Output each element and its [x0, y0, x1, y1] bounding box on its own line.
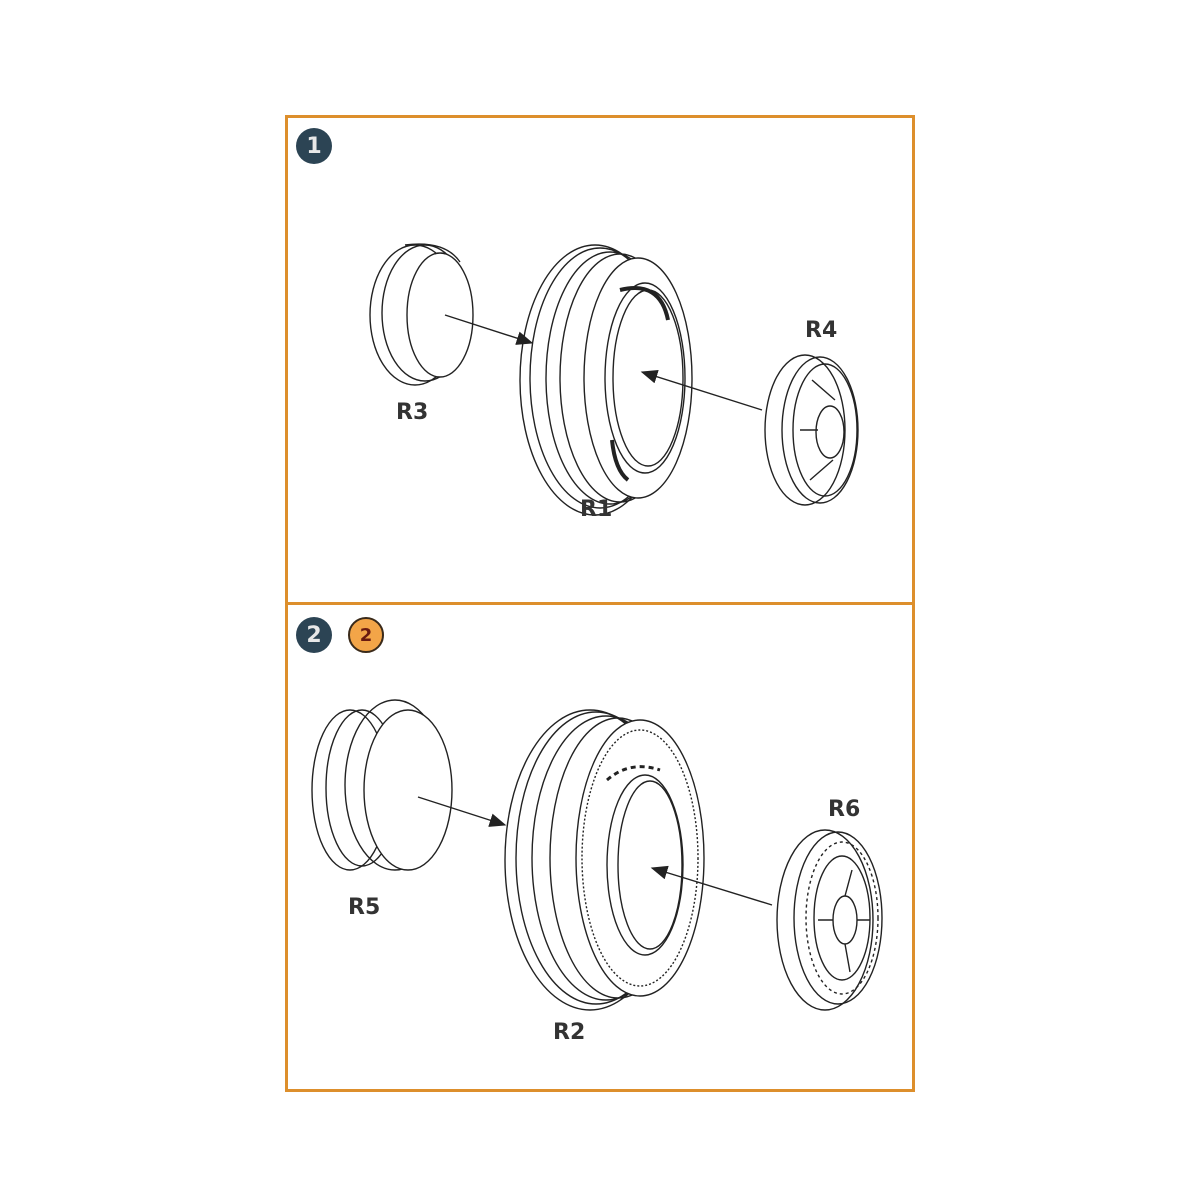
label-r4: R4	[805, 318, 838, 343]
label-r5: R5	[348, 895, 381, 920]
arrow-r6-to-r2	[650, 865, 773, 906]
label-r6: R6	[828, 797, 861, 822]
step-1-badge: 1	[296, 128, 332, 164]
step-2-number: 2	[306, 622, 322, 648]
part-r2-drawing	[504, 709, 705, 1011]
label-r2: R2	[553, 1020, 586, 1045]
label-r1: R1	[580, 497, 613, 522]
step-2-badge: 2	[296, 617, 332, 653]
part-r4-drawing	[764, 354, 859, 506]
arrow-r5-to-r2	[417, 796, 507, 827]
part-r3-drawing	[369, 243, 474, 386]
part-r1-drawing	[519, 244, 693, 516]
step-divider	[285, 602, 915, 605]
part-r5-drawing	[311, 699, 453, 871]
option-badge-number: 2	[359, 624, 373, 646]
step-1-number: 1	[306, 133, 322, 159]
option-badge-icon: 2	[348, 617, 384, 653]
label-r3: R3	[396, 400, 429, 425]
arrow-r3-to-r1	[444, 314, 534, 345]
part-r6-drawing	[776, 829, 883, 1011]
arrow-r4-to-r1	[640, 369, 763, 411]
